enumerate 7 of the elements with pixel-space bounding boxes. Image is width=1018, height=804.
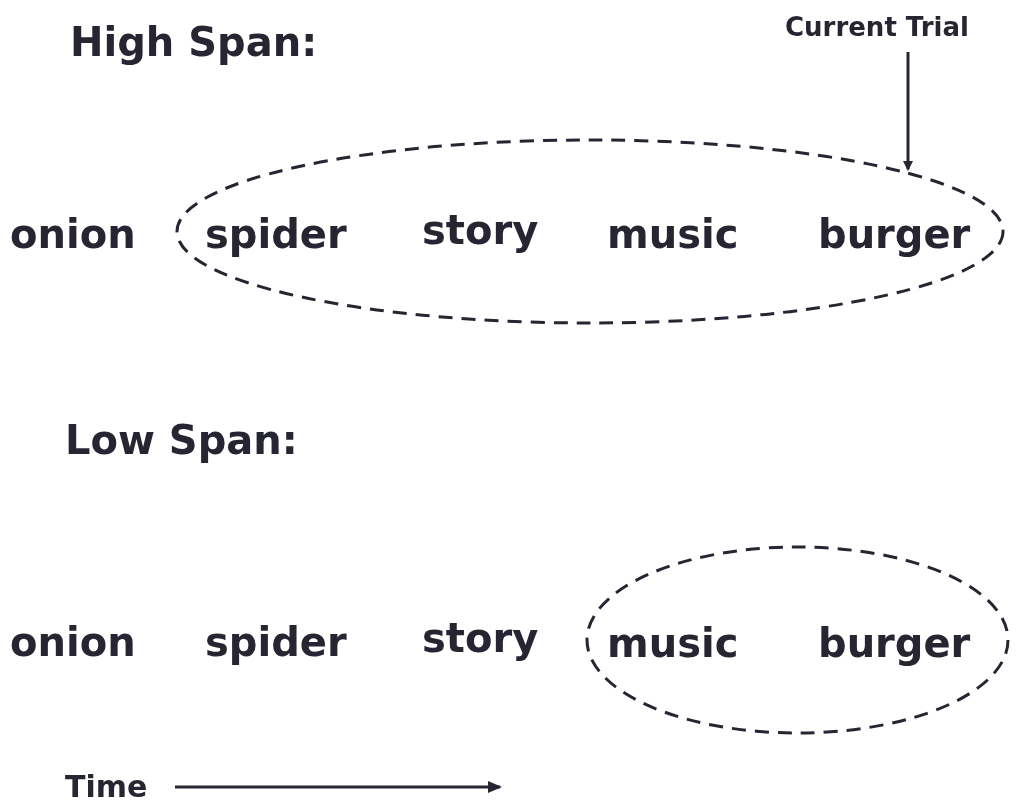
word-label: onion — [10, 622, 136, 662]
axis-label: Time — [65, 772, 148, 802]
callout-label: Current Trial — [785, 14, 969, 40]
word-label: music — [607, 623, 739, 663]
word-label: onion — [10, 214, 136, 254]
word-label: music — [607, 214, 739, 254]
arrow — [903, 52, 913, 172]
